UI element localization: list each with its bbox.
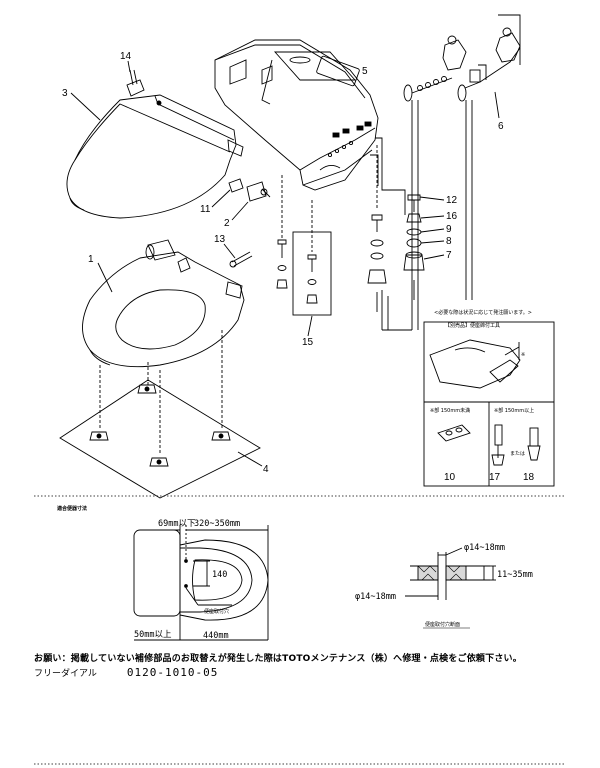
part-label-13: 13 [214,234,226,245]
part-label-7: 7 [446,250,452,261]
part-label-5: 5 [362,66,368,77]
toilet-seat [82,239,245,368]
toilet-top-view [133,525,269,641]
seat-bumper-plane [59,330,261,499]
tools-title: 【別売品】便座締付工具 [445,322,500,329]
dim-440: 440mm [203,631,229,641]
part-label-2: 2 [224,218,230,229]
part-label-4: 4 [263,464,269,475]
dim-50: 50mm以上 [134,630,172,640]
tools-or-text: または [510,451,525,457]
part-label-16: 16 [446,211,458,222]
dim-140: 140 [212,570,227,580]
lid-hinge [126,69,145,97]
tools-right-header: ※部 150mm以上 [494,407,534,414]
part-label-17: 17 [489,472,501,483]
fastener-set [403,194,425,300]
dim-14-bottom: φ14~18mm [355,592,396,602]
toilet-lid [66,94,244,219]
mounting-bolt-set [276,175,332,316]
dim-320: 320~350mm [194,519,240,529]
part-label-1: 1 [88,254,94,265]
hinge-pin [246,181,271,202]
washlet-main-unit [214,39,379,191]
hinge-clip [228,178,244,193]
dimension-section-title: 適合便器寸法 [57,505,87,512]
section-label: 便座取付穴断面 [425,621,460,628]
dim-11: 11~35mm [497,570,533,580]
water-supply-valve [381,14,521,331]
part-label-8: 8 [446,236,452,247]
freedial-number: 0120-1010-05 [126,666,219,679]
tools-left-header: ※部 150mm未満 [430,407,470,414]
part-label-3: 3 [62,88,68,99]
freedial-line: フリーダイアル 0120-1010-05 [34,666,218,679]
hinge-shaft [229,251,253,268]
part-label-12: 12 [446,195,458,206]
part-label-14: 14 [120,51,132,62]
tools-mark: ※ [521,352,525,358]
part-label-15: 15 [302,337,314,348]
part-label-6: 6 [498,121,504,132]
part-label-18: 18 [523,472,535,483]
hole-section-view [405,547,496,600]
repair-request-note: お願い：掲載していない補修部品のお取替えが発生した際はTOTOメンテナンス（株）… [34,654,522,664]
special-tools-box [423,321,555,487]
part-label-11: 11 [200,204,211,215]
dim-hole-label: 便座取付穴 [204,608,229,615]
part-label-9: 9 [446,224,452,235]
freedial-label: フリーダイアル [34,669,97,679]
dim-14-top: φ14~18mm [464,543,505,553]
tools-note: <必要な際は状況に応じて発注願います。> [434,309,532,316]
part-label-10: 10 [444,472,456,483]
fastener-set-left [367,214,387,312]
dim-69: 69mm以下 [158,519,196,529]
